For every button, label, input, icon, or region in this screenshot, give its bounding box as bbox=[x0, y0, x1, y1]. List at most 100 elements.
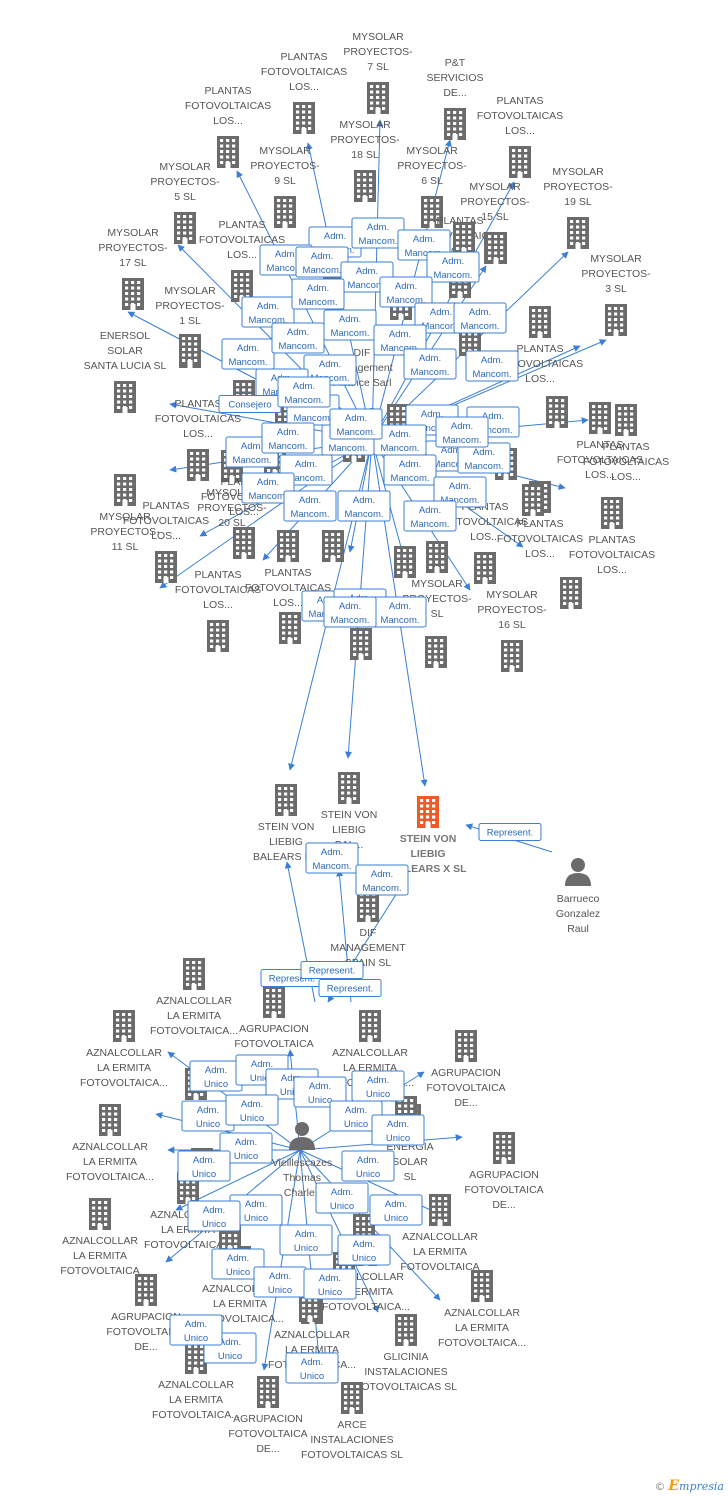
edge-label[interactable]: Adm.Unico bbox=[341, 1150, 395, 1182]
building-icon[interactable] bbox=[421, 196, 443, 228]
edge-label[interactable]: Adm.Unico bbox=[169, 1314, 223, 1346]
edge-label[interactable]: Adm.Unico bbox=[369, 1194, 423, 1226]
building-icon[interactable] bbox=[615, 404, 637, 436]
edge-label[interactable]: Adm.Mancom. bbox=[383, 454, 437, 486]
building-icon[interactable] bbox=[394, 546, 416, 578]
building-icon[interactable] bbox=[135, 1274, 157, 1306]
building-icon[interactable] bbox=[274, 196, 296, 228]
edge-label[interactable]: Adm.Mancom. bbox=[373, 324, 427, 356]
building-icon[interactable] bbox=[113, 1010, 135, 1042]
edge-label[interactable]: Consejero bbox=[218, 395, 282, 413]
building-icon[interactable] bbox=[99, 1104, 121, 1136]
building-icon[interactable] bbox=[275, 784, 297, 816]
building-icon[interactable] bbox=[155, 551, 177, 583]
building-icon[interactable] bbox=[485, 232, 507, 264]
edge-label[interactable]: Adm.Mancom. bbox=[435, 416, 489, 448]
building-icon[interactable] bbox=[257, 1376, 279, 1408]
building-icon[interactable] bbox=[546, 396, 568, 428]
edge-label[interactable]: Adm.Unico bbox=[371, 1114, 425, 1146]
edge-label[interactable]: Adm.Mancom. bbox=[426, 251, 480, 283]
edge-label[interactable]: Adm.Mancom. bbox=[403, 348, 457, 380]
building-icon[interactable] bbox=[395, 1314, 417, 1346]
building-icon[interactable] bbox=[560, 577, 582, 609]
edge-label[interactable]: Adm.Unico bbox=[279, 1224, 333, 1256]
edge-label[interactable]: Represent. bbox=[318, 979, 382, 997]
edge-label[interactable]: Adm.Unico bbox=[211, 1248, 265, 1280]
building-icon[interactable] bbox=[429, 1194, 451, 1226]
edge-label[interactable]: Adm.Unico bbox=[315, 1182, 369, 1214]
building-icon[interactable] bbox=[341, 1382, 363, 1414]
building-icon[interactable] bbox=[350, 628, 372, 660]
edge-label[interactable]: Adm.Unico bbox=[293, 1076, 347, 1108]
company-node[interactable] bbox=[485, 232, 507, 264]
edge-label[interactable]: Adm.Unico bbox=[219, 1132, 273, 1164]
edge-label[interactable]: Adm.Unico bbox=[337, 1234, 391, 1266]
edge-label[interactable]: Adm.Mancom. bbox=[355, 864, 409, 896]
edge-label[interactable]: Adm.Unico bbox=[253, 1266, 307, 1298]
company-node[interactable] bbox=[350, 628, 372, 660]
edge-label[interactable]: Adm.Mancom. bbox=[295, 246, 349, 278]
building-icon[interactable] bbox=[529, 306, 551, 338]
edge-label[interactable]: Adm.Unico bbox=[187, 1200, 241, 1232]
edge-label[interactable]: Adm.Mancom. bbox=[329, 408, 383, 440]
edge-label[interactable]: Adm.Unico bbox=[177, 1150, 231, 1182]
edge-label[interactable]: Adm.Unico bbox=[189, 1060, 243, 1092]
building-icon[interactable] bbox=[179, 334, 201, 366]
edge-label[interactable]: Adm.Mancom. bbox=[291, 278, 345, 310]
company-node[interactable] bbox=[546, 396, 568, 428]
edge-label[interactable]: Adm.Mancom. bbox=[323, 596, 377, 628]
building-icon[interactable] bbox=[367, 82, 389, 114]
building-icon[interactable] bbox=[279, 612, 301, 644]
building-icon[interactable] bbox=[426, 541, 448, 573]
building-icon[interactable] bbox=[233, 527, 255, 559]
edge-label[interactable]: Adm.Unico bbox=[303, 1268, 357, 1300]
edge-label[interactable]: Adm.Mancom. bbox=[271, 322, 325, 354]
edge-label[interactable]: Represent. bbox=[300, 961, 364, 979]
company-node[interactable] bbox=[322, 530, 344, 562]
edge-label[interactable]: Adm.Mancom. bbox=[373, 424, 427, 456]
building-icon[interactable] bbox=[114, 381, 136, 413]
edge-label[interactable]: Adm.Mancom. bbox=[433, 476, 487, 508]
building-icon[interactable] bbox=[338, 772, 360, 804]
building-icon[interactable] bbox=[601, 497, 623, 529]
edge-label[interactable]: Adm.Mancom. bbox=[351, 217, 405, 249]
building-icon[interactable] bbox=[217, 136, 239, 168]
building-icon[interactable] bbox=[174, 212, 196, 244]
edge-label[interactable]: Adm.Unico bbox=[351, 1070, 405, 1102]
edge-label[interactable]: Adm.Mancom. bbox=[465, 350, 519, 382]
edge-label[interactable]: Adm.Unico bbox=[285, 1352, 339, 1384]
building-icon[interactable] bbox=[444, 108, 466, 140]
building-icon[interactable] bbox=[263, 986, 285, 1018]
building-icon[interactable] bbox=[207, 620, 229, 652]
building-icon[interactable] bbox=[453, 222, 475, 254]
